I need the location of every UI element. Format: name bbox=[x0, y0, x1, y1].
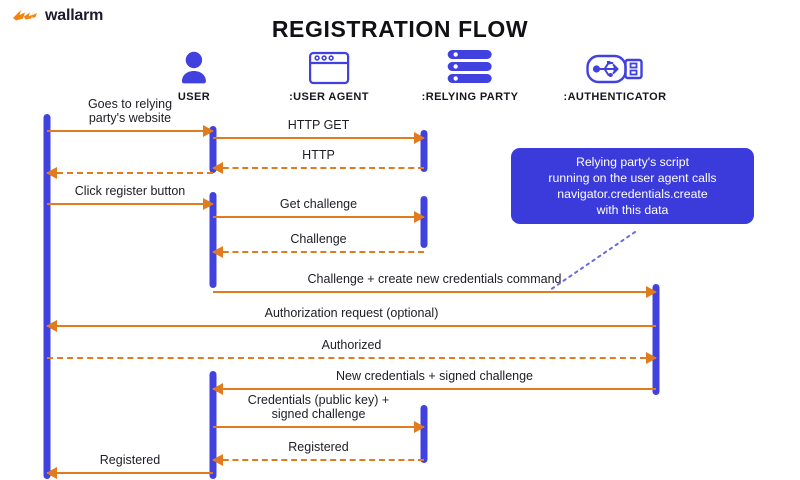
wallarm-logo: wallarm bbox=[12, 8, 103, 24]
arrowhead-left-icon bbox=[46, 467, 57, 479]
message-label: New credentials + signed challenge bbox=[336, 369, 533, 383]
message-label: HTTP bbox=[302, 148, 335, 162]
message-line bbox=[213, 216, 424, 218]
arrowhead-left-icon bbox=[212, 162, 223, 174]
lifeline-bar-user-1 bbox=[43, 114, 51, 479]
message-line bbox=[213, 291, 656, 293]
message-line bbox=[47, 325, 656, 327]
actor-label: USER bbox=[177, 91, 211, 103]
message-line bbox=[47, 130, 213, 132]
server-stack-icon bbox=[422, 46, 519, 86]
actor-user: USER bbox=[178, 46, 210, 103]
wallarm-lightning-logo-icon bbox=[12, 9, 38, 23]
arrowhead-right-icon bbox=[646, 286, 657, 298]
message-label: Authorization request (optional) bbox=[264, 306, 439, 320]
actor-relying-party: :RELYING PARTY bbox=[422, 46, 519, 103]
usb-security-key-icon bbox=[564, 46, 667, 86]
arrowhead-right-icon bbox=[203, 198, 214, 210]
message-line bbox=[213, 137, 424, 139]
wallarm-logo-text: wallarm bbox=[45, 7, 104, 24]
page-title: REGISTRATION FLOW bbox=[271, 16, 529, 42]
message-line bbox=[213, 167, 424, 169]
arrowhead-right-icon bbox=[414, 211, 425, 223]
message-label: Registered bbox=[288, 440, 349, 454]
message-line bbox=[213, 426, 424, 428]
message-line bbox=[213, 251, 424, 253]
user-person-icon bbox=[178, 46, 210, 86]
lifeline-bar-authenticator-1 bbox=[652, 284, 660, 395]
arrowhead-right-icon bbox=[203, 125, 214, 137]
actor-user-agent: :USER AGENT bbox=[289, 46, 369, 103]
lifeline-bar-relying-party-3 bbox=[420, 405, 428, 463]
browser-window-icon bbox=[289, 46, 369, 86]
message-label: Challenge bbox=[290, 232, 347, 246]
message-line bbox=[47, 203, 213, 205]
callout-note: Relying party's script running on the us… bbox=[511, 148, 754, 224]
arrowhead-left-icon bbox=[46, 320, 57, 332]
arrowhead-left-icon bbox=[212, 383, 223, 395]
lifeline-bar-user-agent-2 bbox=[209, 192, 217, 288]
lifeline-bar-user-agent-1 bbox=[209, 126, 217, 173]
arrowhead-left-icon bbox=[212, 246, 223, 258]
message-label: HTTP GET bbox=[287, 118, 350, 132]
arrowhead-left-icon bbox=[46, 167, 57, 179]
arrowhead-right-icon bbox=[414, 132, 425, 144]
message-label: Credentials (public key) + signed challe… bbox=[247, 393, 390, 421]
lifeline-bar-user-agent-3 bbox=[209, 371, 217, 479]
actor-label: :AUTHENTICATOR bbox=[563, 91, 667, 103]
arrowhead-right-icon bbox=[646, 352, 657, 364]
message-label: Get challenge bbox=[279, 197, 358, 211]
message-line bbox=[47, 357, 656, 359]
message-label: Authorized bbox=[321, 338, 382, 352]
message-label: Registered bbox=[99, 453, 161, 467]
message-line bbox=[47, 172, 213, 174]
actor-label: :USER AGENT bbox=[289, 91, 369, 103]
message-line bbox=[47, 472, 213, 474]
arrowhead-right-icon bbox=[414, 421, 425, 433]
message-label: Goes to relying party's website bbox=[87, 97, 173, 125]
callout-text: Relying party's script running on the us… bbox=[548, 154, 717, 218]
arrowhead-left-icon bbox=[212, 454, 223, 466]
message-label: Click register button bbox=[74, 184, 186, 198]
message-line bbox=[213, 388, 656, 390]
message-label: Challenge + create new credentials comma… bbox=[307, 272, 562, 286]
lifeline-bar-relying-party-1 bbox=[420, 130, 428, 172]
actor-label: :RELYING PARTY bbox=[421, 91, 519, 103]
message-line bbox=[213, 459, 424, 461]
actor-authenticator: :AUTHENTICATOR bbox=[564, 46, 667, 103]
callout-leader-line bbox=[549, 231, 636, 291]
